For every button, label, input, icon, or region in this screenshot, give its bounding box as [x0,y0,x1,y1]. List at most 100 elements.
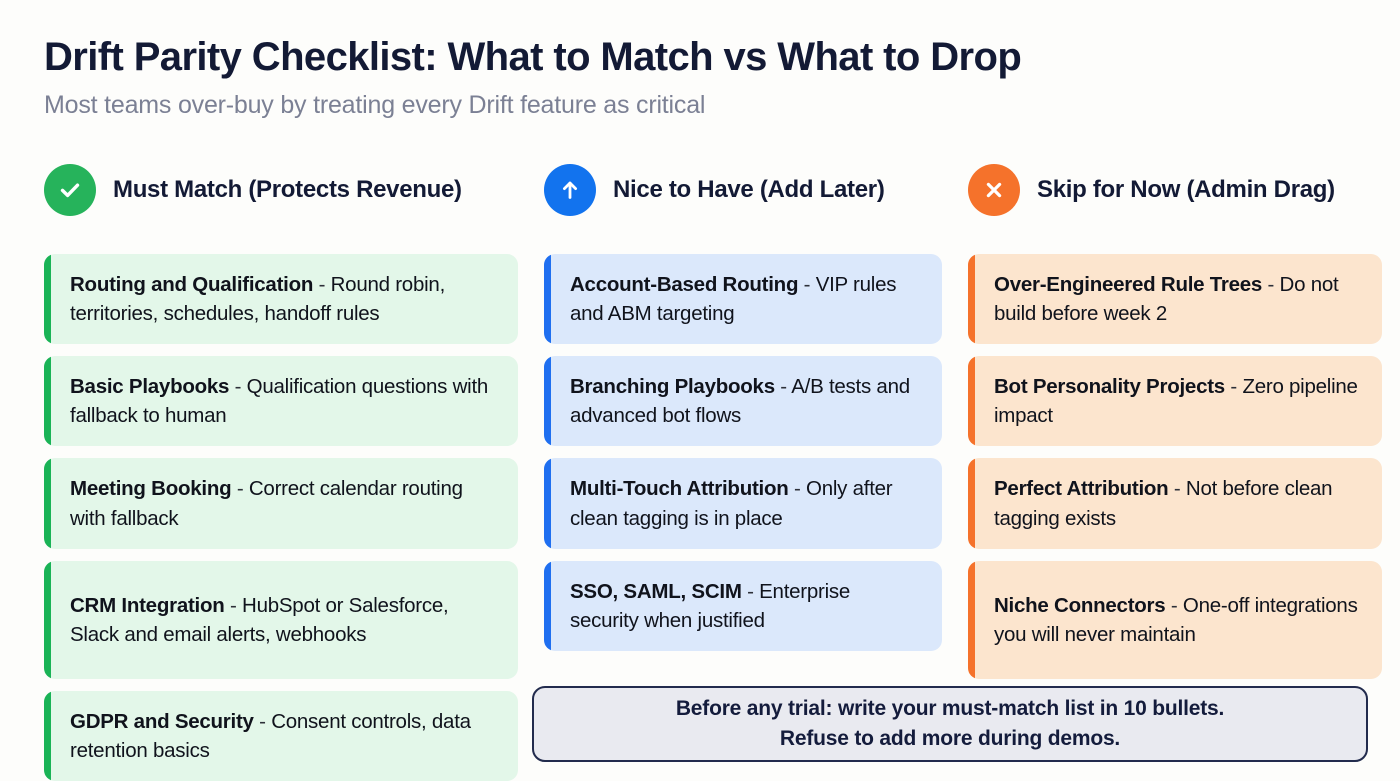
column-must-match: Must Match (Protects Revenue) Routing an… [44,162,518,781]
card-term: Basic Playbooks [70,375,230,399]
column-nice-to-have: Nice to Have (Add Later) Account-Based R… [544,162,942,781]
card-separator: - [224,593,243,617]
card-term: CRM Integration [70,593,225,617]
card-desc: Not before clean tagging exists [994,477,1333,530]
card-item[interactable]: GDPR and Security - Consent controls, da… [44,690,518,781]
card-item[interactable]: Account-Based Routing - VIP rules and AB… [544,254,942,345]
card-separator: - [1165,593,1183,617]
card-separator: - [229,375,247,399]
card-text: CRM Integration - HubSpot or Salesforce,… [70,591,500,649]
card-desc: Enterprise security when justified [570,579,851,632]
column-title-nice-to-have: Nice to Have (Add Later) [613,176,885,203]
accent-bar [968,356,975,447]
card-separator: - [788,477,807,501]
card-text: Routing and Qualification - Round robin,… [70,270,500,328]
card-item[interactable]: Niche Connectors - One-off integrations … [968,560,1382,679]
column-header-skip-for-now: Skip for Now (Admin Drag) [968,162,1382,218]
accent-bar [44,254,51,345]
card-desc: A/B tests and advanced bot flows [570,375,910,428]
card-text: Over-Engineered Rule Trees - Do not buil… [994,270,1364,328]
card-separator: - [231,477,249,501]
card-item[interactable]: Over-Engineered Rule Trees - Do not buil… [968,254,1382,345]
card-term: Meeting Booking [70,477,232,501]
card-text: GDPR and Security - Consent controls, da… [70,707,500,765]
card-desc: VIP rules and ABM targeting [570,273,897,326]
card-list-nice-to-have: Account-Based Routing - VIP rules and AB… [544,254,942,651]
card-desc: Correct calendar routing with fallback [70,477,463,530]
check-circle-icon [44,164,96,216]
card-text: Perfect Attribution - Not before clean t… [994,474,1364,532]
card-desc: Qualification questions with fallback to… [70,375,489,428]
accent-bar [544,254,551,345]
accent-bar [544,458,551,549]
card-item[interactable]: Perfect Attribution - Not before clean t… [968,458,1382,549]
footer-callout: Before any trial: write your must-match … [532,686,1368,762]
callout-line-2: Refuse to add more during demos. [779,727,1121,750]
card-desc: Round robin, territories, schedules, han… [70,273,446,326]
card-text: Basic Playbooks - Qualification question… [70,372,500,430]
card-term: Bot Personality Projects [994,375,1225,399]
card-item[interactable]: Meeting Booking - Correct calendar routi… [44,458,518,549]
accent-bar [44,356,51,447]
card-item[interactable]: Branching Playbooks - A/B tests and adva… [544,356,942,447]
accent-bar [968,458,975,549]
card-term: SSO, SAML, SCIM [570,579,742,603]
card-term: Perfect Attribution [994,477,1169,501]
card-desc: Do not build before week 2 [994,273,1339,326]
card-separator: - [253,709,272,733]
accent-bar [968,560,975,679]
card-item[interactable]: SSO, SAML, SCIM - Enterprise security wh… [544,560,942,651]
card-item[interactable]: Multi-Touch Attribution - Only after cle… [544,458,942,549]
card-text: SSO, SAML, SCIM - Enterprise security wh… [570,577,924,635]
x-circle-icon [968,164,1020,216]
card-text: Branching Playbooks - A/B tests and adva… [570,372,924,430]
card-desc: Consent controls, data retention basics [70,709,471,762]
card-separator: - [798,273,816,296]
card-text: Multi-Touch Attribution - Only after cle… [570,474,924,532]
card-term: Niche Connectors [994,593,1166,617]
card-separator: - [1262,273,1280,296]
card-term: Over-Engineered Rule Trees [994,273,1263,296]
card-separator: - [774,375,792,399]
card-text: Meeting Booking - Correct calendar routi… [70,474,500,532]
accent-bar [44,560,51,679]
page-subtitle: Most teams over-buy by treating every Dr… [44,91,706,119]
accent-bar [544,560,551,651]
card-term: GDPR and Security [70,709,254,733]
card-item[interactable]: Basic Playbooks - Qualification question… [44,356,518,447]
card-desc: Only after clean tagging is in place [570,477,893,530]
card-list-must-match: Routing and Qualification - Round robin,… [44,254,518,781]
column-title-must-match: Must Match (Protects Revenue) [113,176,462,203]
header: Drift Parity Checklist: What to Match vs… [44,0,1356,120]
card-desc: One-off integrations you will never main… [994,593,1358,646]
card-list-skip-for-now: Over-Engineered Rule Trees - Do not buil… [968,254,1382,679]
callout-line-1: Before any trial: write your must-match … [675,697,1225,721]
card-term: Account-Based Routing [570,273,799,296]
column-header-nice-to-have: Nice to Have (Add Later) [544,162,942,218]
card-text: Niche Connectors - One-off integrations … [994,591,1364,649]
card-item[interactable]: Bot Personality Projects - Zero pipeline… [968,356,1382,447]
column-header-must-match: Must Match (Protects Revenue) [44,162,518,218]
column-skip-for-now: Skip for Now (Admin Drag) Over-Engineere… [968,162,1382,781]
card-term: Routing and Qualification [70,273,314,296]
card-text: Account-Based Routing - VIP rules and AB… [570,270,924,328]
card-separator: - [1168,477,1186,501]
card-item[interactable]: Routing and Qualification - Round robin,… [44,254,518,345]
card-term: Multi-Touch Attribution [570,477,789,501]
card-desc: HubSpot or Salesforce, Slack and email a… [70,593,449,646]
accent-bar [968,254,975,345]
checklist-columns: Must Match (Protects Revenue) Routing an… [44,162,1382,781]
page-title: Drift Parity Checklist: What to Match vs… [44,35,1022,79]
card-text: Bot Personality Projects - Zero pipeline… [994,372,1364,430]
accent-bar [44,458,51,549]
arrow-up-circle-icon [544,164,596,216]
accent-bar [544,356,551,447]
card-separator: - [741,579,760,603]
column-title-skip-for-now: Skip for Now (Admin Drag) [1037,176,1335,203]
card-term: Branching Playbooks [570,375,775,399]
card-separator: - [1224,375,1243,399]
card-separator: - [313,273,331,296]
card-desc: Zero pipeline impact [994,375,1358,428]
card-item[interactable]: CRM Integration - HubSpot or Salesforce,… [44,560,518,679]
